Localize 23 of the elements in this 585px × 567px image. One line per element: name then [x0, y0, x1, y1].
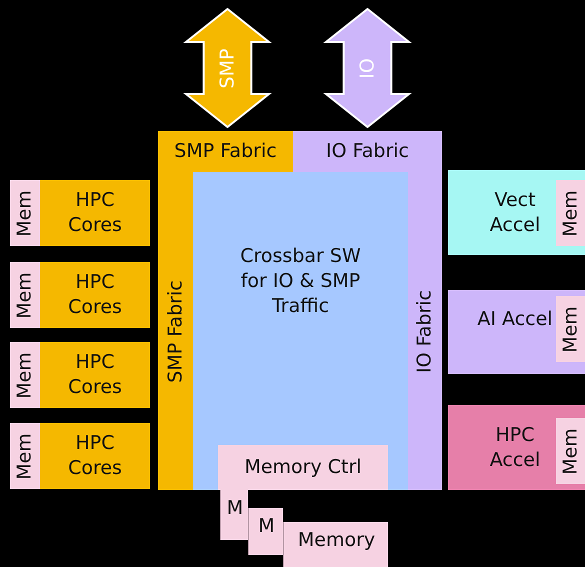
memory-card: M — [248, 508, 283, 555]
core-block: HPC Cores Mem — [10, 262, 150, 328]
core-block: HPC Cores Mem — [10, 423, 150, 489]
memory-block: Mem — [10, 423, 40, 489]
core-block: HPC Cores Mem — [10, 342, 150, 408]
fabric-bar: SMP Fabric — [158, 131, 293, 172]
memory-card: Memory — [283, 522, 388, 567]
memory-block: Mem — [10, 262, 40, 328]
accelerator-block: AI Accel Mem — [448, 290, 585, 374]
double-arrow: IO — [325, 8, 410, 128]
memory-block: Mem — [10, 180, 40, 246]
memory-controller-block: Memory Ctrl — [218, 445, 388, 490]
memory-block: Mem — [10, 342, 40, 408]
crossbar-block: Crossbar SW for IO & SMP Traffic Memory Ctrl — [193, 172, 408, 490]
fabric-bar: IO Fabric — [408, 172, 442, 490]
double-arrow: SMP — [185, 8, 270, 128]
core-block: HPC Cores Mem — [10, 180, 150, 246]
memory-block: Mem — [556, 180, 585, 246]
fabric-bar: IO Fabric — [293, 131, 442, 172]
fabric-bar: SMP Fabric — [158, 172, 193, 490]
memory-block: Mem — [556, 296, 585, 362]
memory-block: Mem — [556, 418, 585, 484]
memory-card: M — [220, 490, 248, 540]
